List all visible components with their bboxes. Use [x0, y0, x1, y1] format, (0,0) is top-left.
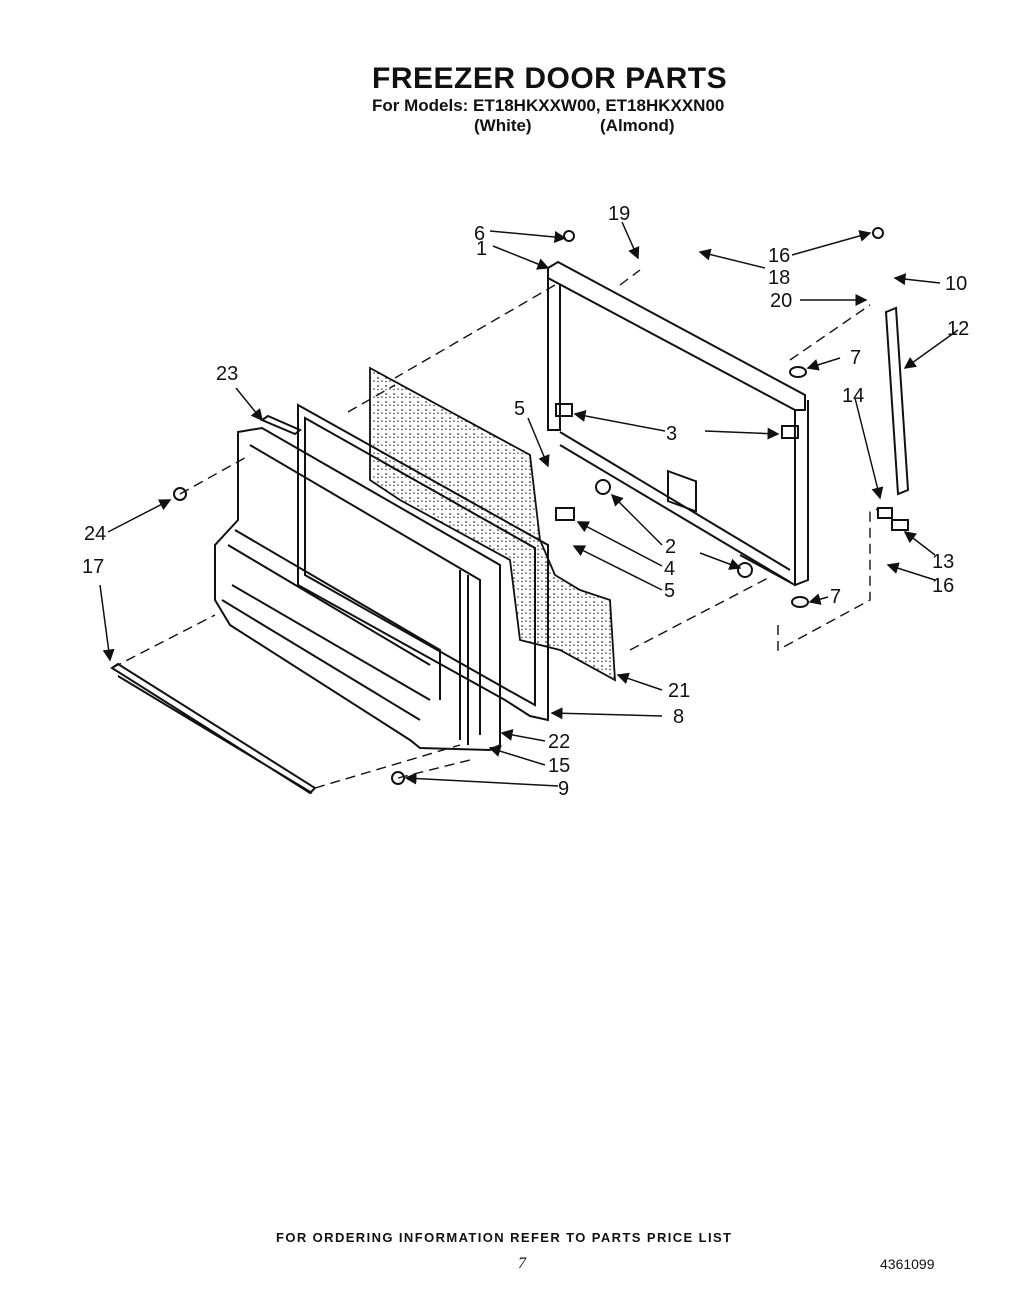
page-number: 7 — [518, 1255, 526, 1272]
color-almond-label: (Almond) — [600, 116, 675, 135]
screw-16-top — [872, 227, 884, 239]
callout-13: 13 — [932, 551, 954, 573]
callout-15: 15 — [548, 755, 570, 777]
callout-24: 24 — [84, 523, 106, 545]
screw-6 — [563, 230, 575, 242]
callout-19: 19 — [608, 203, 630, 225]
color-white-label: (White) — [474, 116, 532, 135]
bracket-3a — [555, 403, 573, 417]
callout-5a: 5 — [514, 398, 525, 420]
callout-16b: 16 — [932, 575, 954, 597]
page-title: FREEZER DOOR PARTS — [372, 62, 728, 95]
hinge-strip — [884, 306, 910, 496]
label-19 — [667, 469, 697, 513]
cap-7-top — [789, 366, 807, 378]
callout-1: 1 — [476, 238, 487, 260]
callout-5b: 5 — [664, 580, 675, 602]
callout-14: 14 — [842, 385, 864, 407]
screw-24 — [173, 487, 187, 501]
bracket-3b — [781, 425, 799, 439]
callout-8: 8 — [673, 706, 684, 728]
callout-16a: 16 — [768, 245, 790, 267]
screw-9 — [391, 771, 405, 785]
callout-21: 21 — [668, 680, 690, 702]
callout-9: 9 — [558, 778, 569, 800]
callout-10: 10 — [945, 273, 967, 295]
callout-3: 3 — [666, 423, 677, 445]
callout-7b: 7 — [830, 586, 841, 608]
callout-22: 22 — [548, 731, 570, 753]
document-number: 4361099 — [880, 1256, 935, 1272]
shelf-rail — [110, 662, 317, 795]
callout-18: 18 — [768, 267, 790, 289]
hinge-13 — [891, 519, 909, 531]
callout-17: 17 — [82, 556, 104, 578]
callout-7a: 7 — [850, 347, 861, 369]
door-rail — [259, 414, 302, 436]
models-line: For Models: ET18HKXXW00, ET18HKXXN00 — [372, 96, 725, 115]
stop-2a — [595, 479, 611, 495]
callout-12: 12 — [947, 318, 969, 340]
door-liner — [214, 426, 501, 752]
gasket — [297, 403, 549, 722]
callout-2: 2 — [665, 536, 676, 558]
cap-7-bottom — [791, 596, 809, 608]
callout-20: 20 — [770, 290, 792, 312]
callout-23: 23 — [216, 363, 238, 385]
door-frame — [547, 260, 809, 587]
stop-2b — [737, 562, 753, 578]
callout-6: 6 — [474, 223, 485, 245]
callout-4: 4 — [664, 558, 675, 580]
hinge-14 — [877, 507, 893, 519]
ordering-info: FOR ORDERING INFORMATION REFER TO PARTS … — [276, 1230, 733, 1245]
bracket-4 — [555, 507, 575, 521]
